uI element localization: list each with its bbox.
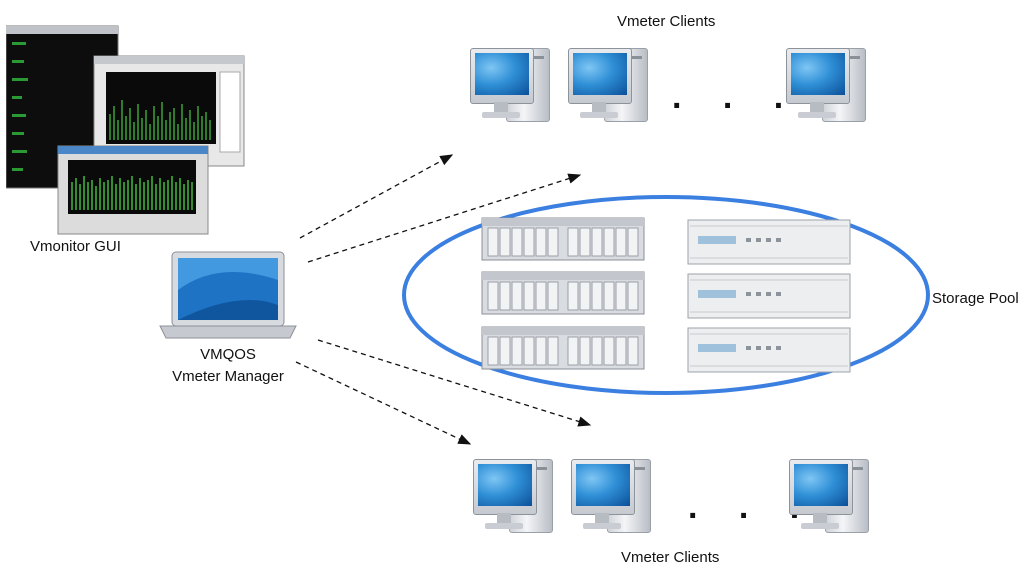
storage-pool-ring (402, 195, 930, 395)
arrow-to-top-client-2 (307, 173, 582, 263)
arrow-to-bottom-client-2 (295, 361, 472, 445)
rack-server-1 (687, 219, 851, 265)
client-top-1 (470, 42, 550, 122)
monitoring-screenshots-icon (5, 25, 245, 235)
manager-laptop (158, 250, 298, 342)
vmonitor-gui-screenshots (5, 20, 246, 235)
disk-array-1 (481, 217, 645, 261)
rack-server-2 (687, 273, 851, 319)
disk-array-2 (481, 271, 645, 315)
clients-bottom-ellipsis: . . . (688, 488, 816, 526)
clients-top-ellipsis: . . . (672, 78, 800, 116)
clients-top-label: Vmeter Clients (617, 13, 716, 30)
client-bottom-1 (473, 453, 553, 533)
manager-label-line2: Vmeter Manager (172, 368, 284, 385)
rack-server-icon (687, 219, 851, 373)
client-bottom-3 (789, 453, 869, 533)
rack-server-3 (687, 327, 851, 373)
arrow-to-bottom-client-1 (317, 339, 592, 427)
disk-array-icon (481, 217, 645, 370)
arrow-to-top-client-1 (299, 154, 454, 239)
client-top-3 (786, 42, 866, 122)
clients-bottom-label: Vmeter Clients (621, 549, 720, 566)
laptop-icon (159, 251, 297, 339)
manager-label-line1: VMQOS (200, 346, 256, 363)
storage-pool-label: Storage Pool (932, 290, 1019, 307)
client-bottom-2 (571, 453, 651, 533)
vmonitor-gui-label: Vmonitor GUI (30, 238, 121, 255)
disk-array-3 (481, 326, 645, 370)
client-top-2 (568, 42, 648, 122)
